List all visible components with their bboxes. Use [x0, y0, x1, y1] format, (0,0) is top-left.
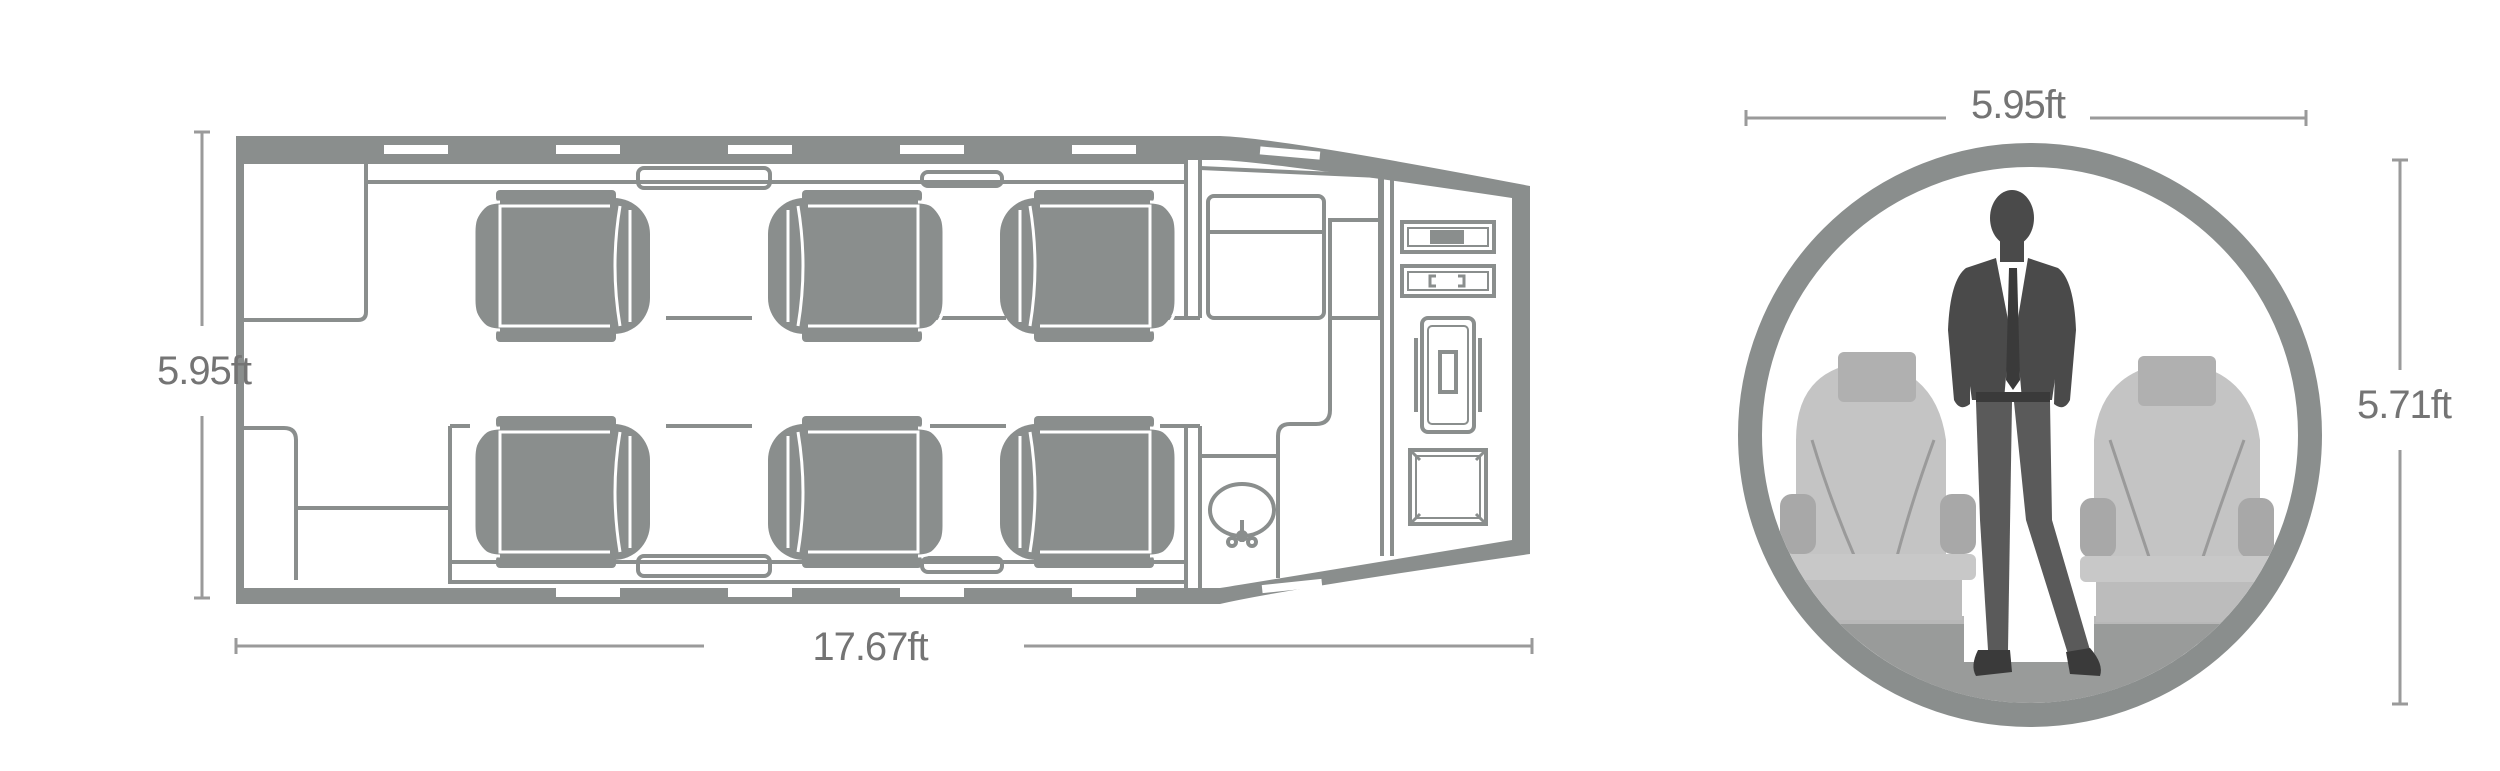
- cross-section-width-label: 5.95ft: [1971, 83, 2066, 127]
- windows-bottom: [556, 578, 1323, 597]
- aft-storage: [1400, 220, 1496, 526]
- cross-section-height-dimension: [2392, 158, 2408, 706]
- seat-aft-right: [998, 414, 1178, 570]
- lavatory-sink-icon: [1208, 482, 1276, 548]
- cross-section-width-dimension: [1744, 110, 2308, 126]
- person-silhouette-icon: [1948, 190, 2101, 676]
- seat-mid-left: [766, 188, 946, 344]
- floorplan-length-dimension: [234, 638, 1534, 654]
- cabin-seat-right: [2080, 356, 2276, 622]
- cabin-seat-left: [1780, 352, 1976, 620]
- floorplan-width-dimension: [194, 130, 210, 600]
- seat-front-left: [474, 190, 650, 342]
- seat-aft-left: [998, 188, 1178, 344]
- cross-section-height-label: 5.71ft: [2357, 383, 2452, 427]
- floorplan: 5.95ft 17.67ft: [157, 130, 1534, 669]
- floorplan-length-label: 17.67ft: [812, 625, 928, 669]
- cross-section: 5.95ft 5.71ft: [1738, 83, 2453, 727]
- seat-front-right: [474, 416, 650, 568]
- windows-top: [384, 145, 1321, 160]
- floorplan-width-label: 5.95ft: [157, 349, 252, 393]
- seat-mid-right: [766, 414, 946, 570]
